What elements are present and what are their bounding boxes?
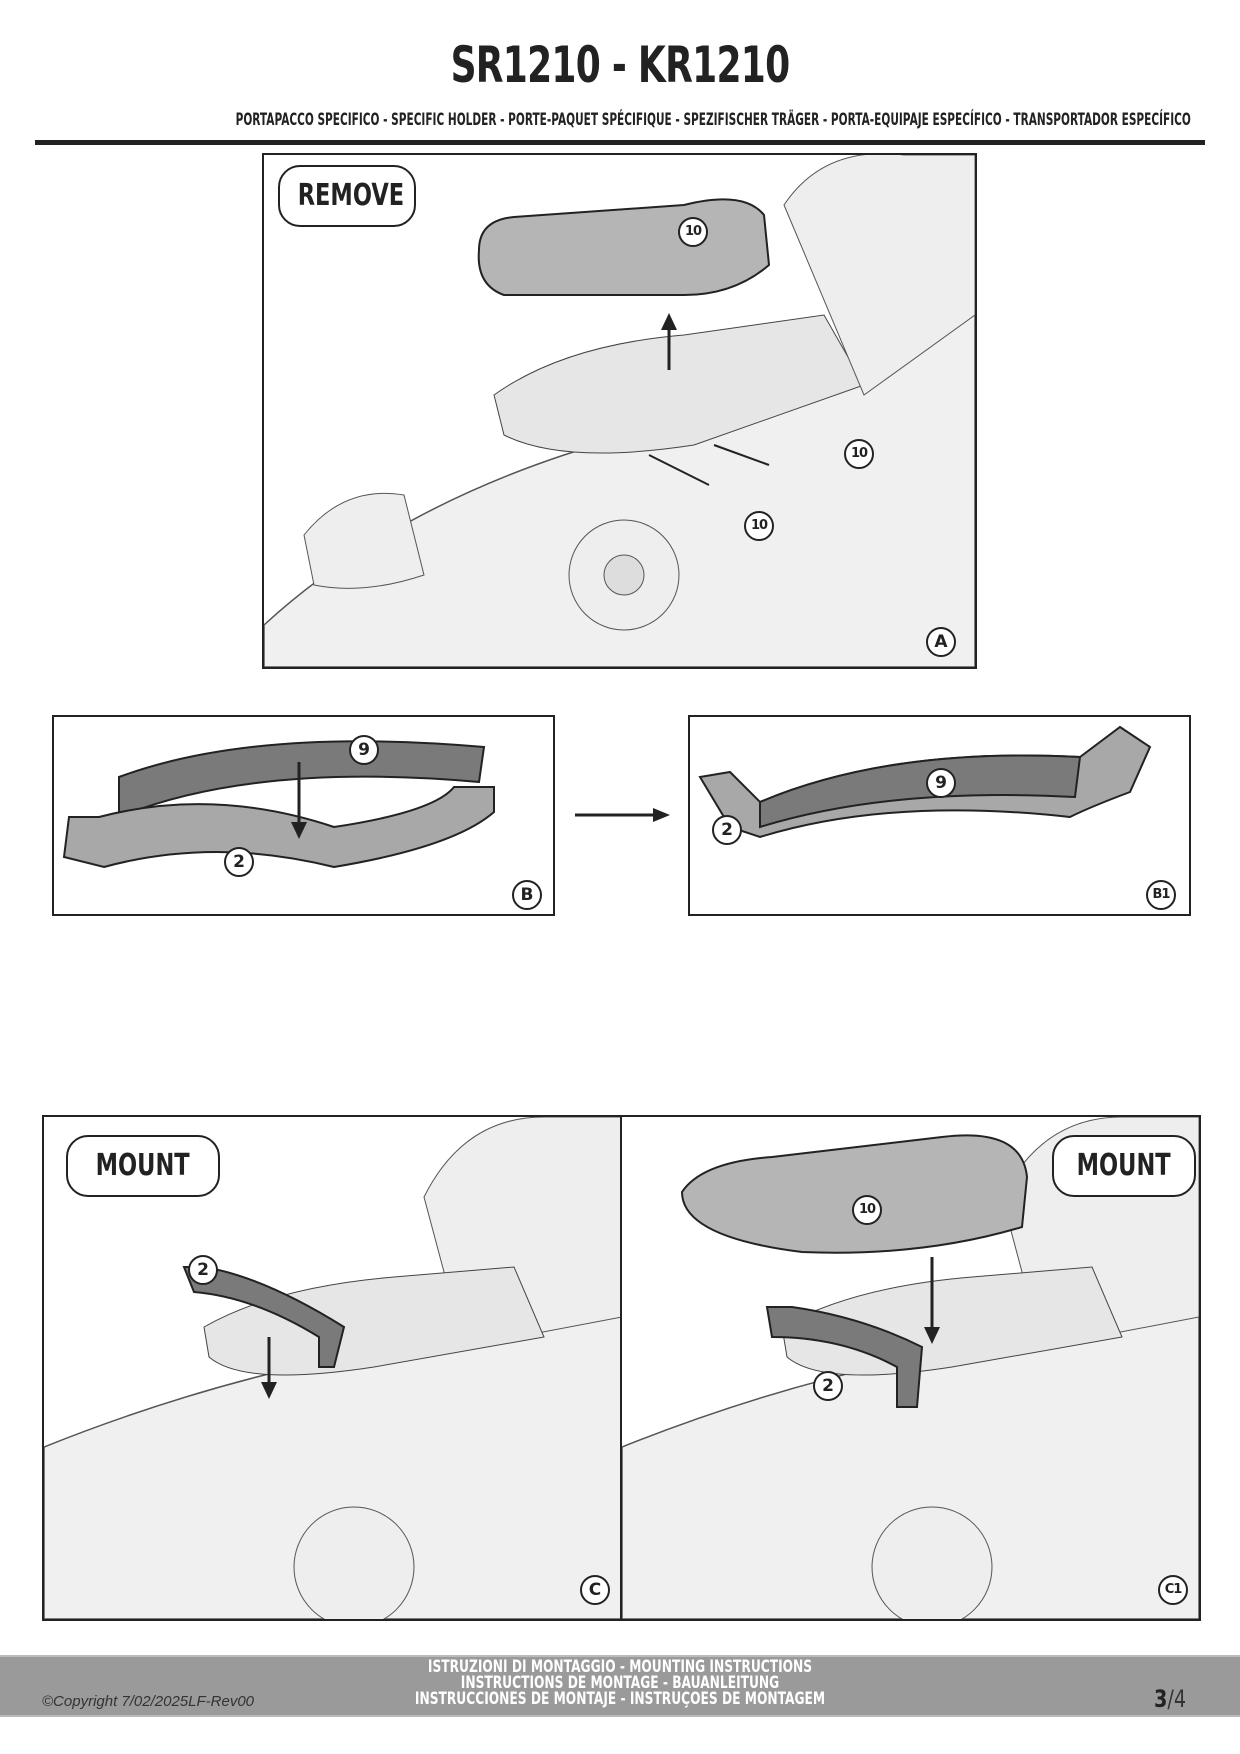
step-label-a: A	[926, 627, 956, 657]
part-number-badge: 10	[844, 439, 874, 469]
panel-c-mount: MOUNT 2 C	[42, 1115, 624, 1621]
panel-a-remove: REMOVE 10 10 10 A	[262, 153, 977, 669]
panel-c1-mount: MOUNT 10 2 C1	[620, 1115, 1201, 1621]
part-number-badge: 2	[813, 1371, 843, 1401]
instructions-title: ISTRUZIONI DI MONTAGGIO - MOUNTING INSTR…	[0, 1657, 1240, 1709]
part-number-badge: 2	[712, 815, 742, 845]
right-arrow-icon	[575, 808, 670, 822]
remove-label: REMOVE	[278, 165, 416, 227]
instructions-line: INSTRUCCIONES DE MONTAJE - INSTRUÇOES DE…	[414, 1689, 826, 1709]
page-total: /4	[1167, 1685, 1186, 1713]
step-label-c1: C1	[1158, 1575, 1188, 1605]
mount-label: MOUNT	[1052, 1135, 1196, 1197]
instructions-line: ISTRUZIONI DI MONTAGGIO - MOUNTING INSTR…	[427, 1657, 813, 1677]
footer-bar: ©Copyright 7/02/2025LF-Rev00 ISTRUZIONI …	[0, 1655, 1240, 1717]
header-divider	[35, 140, 1205, 145]
motorcycle-seat-removal-illustration	[264, 155, 975, 667]
seat-refit-illustration	[622, 1117, 1199, 1619]
step-label-b1: B1	[1146, 880, 1176, 910]
step-label-c: C	[580, 1575, 610, 1605]
part-number-badge: 2	[188, 1255, 218, 1285]
bracket-mount-illustration	[44, 1117, 622, 1619]
step-label-b: B	[512, 880, 542, 910]
panel-b: 9 2 B	[52, 715, 555, 916]
mount-label: MOUNT	[66, 1135, 220, 1197]
part-number-badge: 2	[224, 847, 254, 877]
assembled-bracket-illustration	[698, 725, 1152, 839]
copyright-text: ©Copyright 7/02/2025LF-Rev00	[42, 1693, 255, 1710]
bracket-pad-assembly-illustration	[62, 740, 495, 869]
part-number-badge: 9	[926, 768, 956, 798]
part-number-badge: 9	[349, 735, 379, 765]
part-number-badge: 10	[678, 217, 708, 247]
instructions-line: INSTRUCTIONS DE MONTAGE - BAUANLEITUNG	[460, 1673, 780, 1693]
panel-b1: 9 2 B1	[688, 715, 1191, 916]
part-number-badge: 10	[744, 511, 774, 541]
page-number: 3/4	[1154, 1685, 1186, 1713]
page-subtitle: PORTAPACCO SPECIFICO - SPECIFIC HOLDER -…	[235, 110, 1191, 130]
page-title: SR1210 - KR1210	[450, 36, 791, 94]
part-number-badge: 10	[852, 1195, 882, 1225]
page-current: 3	[1153, 1685, 1168, 1713]
